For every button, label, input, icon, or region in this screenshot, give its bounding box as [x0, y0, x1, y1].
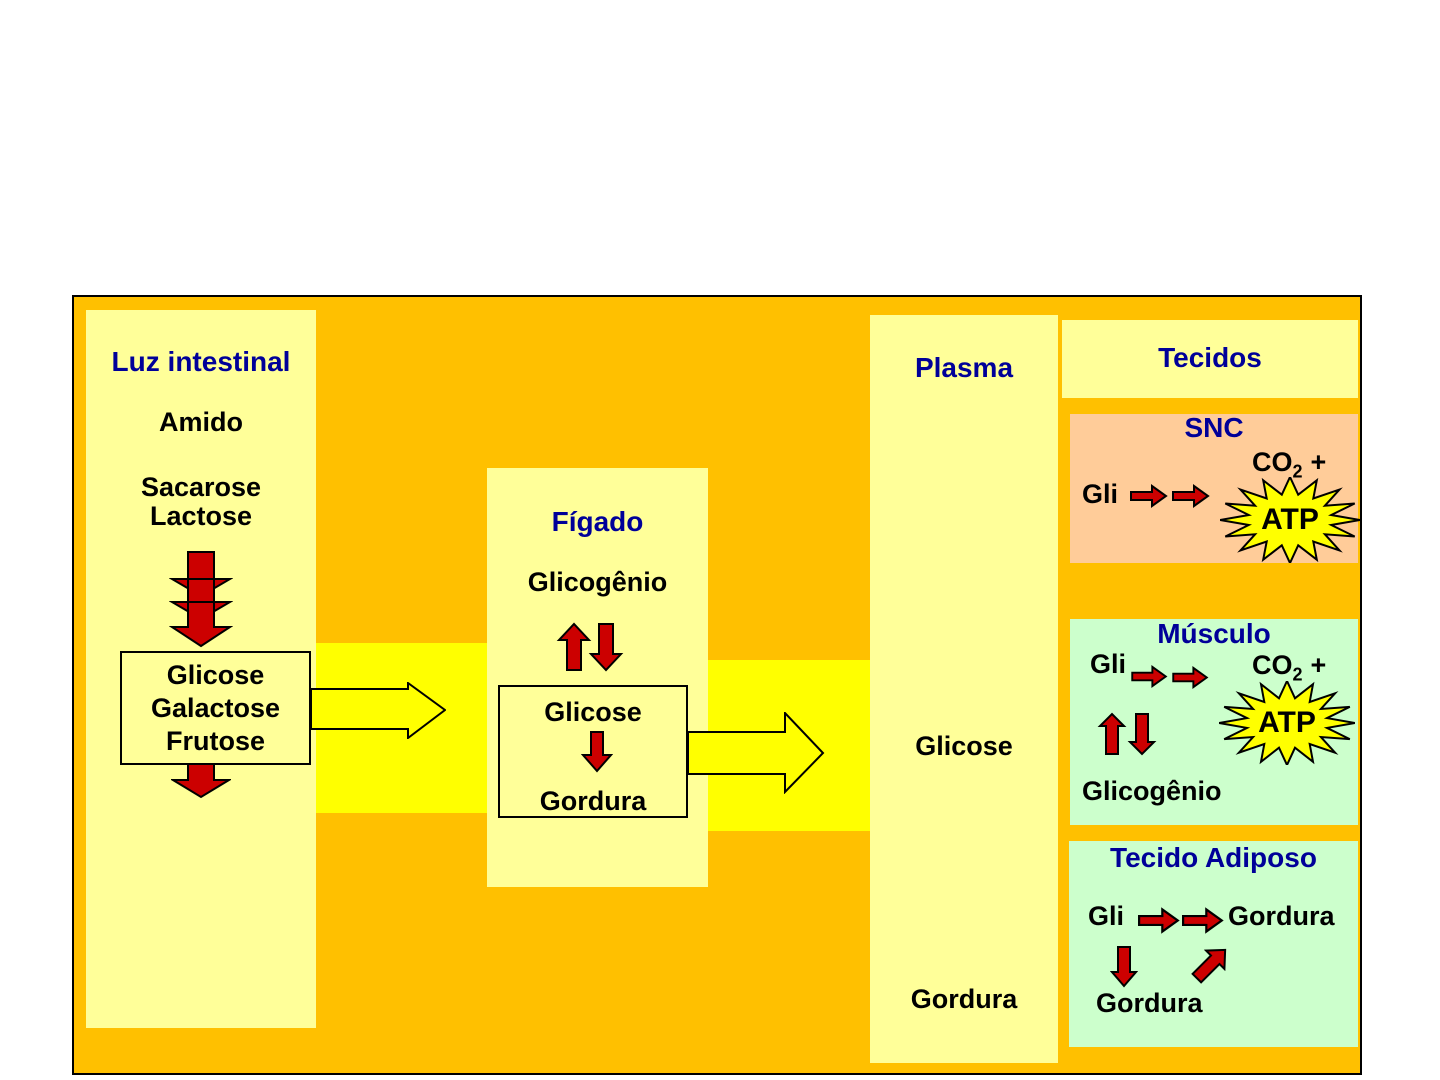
liver-glucose-label: Glicose	[544, 697, 642, 727]
adipose-diagonal-arrow	[1185, 938, 1237, 990]
adipose-down-arrow-icon	[1110, 946, 1138, 988]
panel-plasma	[870, 315, 1058, 1063]
muscle-atp-starburst: ATP	[1218, 678, 1356, 768]
snc-gli-label: Gli	[1082, 479, 1119, 509]
snc-atp-label: ATP	[1261, 503, 1319, 536]
snc-title: SNC	[1184, 412, 1244, 443]
adipose-fat-bottom-label: Gordura	[1096, 988, 1203, 1018]
muscle-gli-label: Gli	[1090, 649, 1127, 679]
muscle-co2-subscript: 2	[1292, 664, 1303, 685]
muscle-right-arrow-icon	[1131, 665, 1168, 688]
snc-co2-text: CO	[1252, 447, 1293, 477]
adipose-right-arrow-icon	[1182, 907, 1224, 934]
intestinal-lumen-title: Luz intestinal	[111, 346, 291, 377]
glucose-to-fat-arrow-icon	[581, 731, 613, 773]
plasma-title: Plasma	[914, 352, 1014, 383]
plasma-fat-label: Gordura	[910, 984, 1018, 1014]
tissues-header	[1062, 320, 1358, 398]
liver-title: Fígado	[551, 506, 644, 537]
lactose-label: Lactose	[149, 501, 253, 531]
muscle-title: Músculo	[1157, 618, 1271, 649]
muscle-glycogen-exchange-arrows-icon	[1097, 712, 1157, 756]
muscle-right-arrow-icon	[1172, 666, 1209, 689]
plasma-glucose-label: Glicose	[915, 731, 1013, 761]
snc-right-arrow-icon	[1130, 484, 1168, 508]
snc-plus-text: +	[1310, 447, 1327, 477]
snc-co2-subscript: 2	[1292, 461, 1303, 482]
adipose-gli-label: Gli	[1088, 901, 1125, 931]
diagonal-up-right-arrow-icon	[1191, 948, 1227, 984]
muscle-plus-text: +	[1310, 650, 1327, 680]
frutose-label: Frutose	[165, 725, 265, 756]
snc-atp-starburst: ATP	[1219, 474, 1361, 566]
liver-fat-label: Gordura	[539, 786, 647, 816]
tissues-title: Tecidos	[1158, 342, 1262, 373]
absorption-down-arrow-icon	[171, 763, 231, 799]
amido-label: Amido	[159, 407, 243, 437]
glycogen-exchange-arrows-icon	[556, 622, 624, 672]
adipose-fat-right-label: Gordura	[1228, 901, 1335, 931]
monosaccharides-box: Glicose Galactose Frutose	[120, 651, 311, 765]
adipose-title: Tecido Adiposo	[1110, 842, 1317, 873]
snc-co2-label: CO2 +	[1252, 447, 1327, 482]
galactose-label: Galactose	[150, 692, 281, 723]
muscle-glycogen-label: Glicogênio	[1082, 776, 1222, 806]
glicose-label: Glicose	[166, 659, 265, 690]
lumen-to-liver-arrow-icon	[310, 682, 446, 739]
snc-right-arrow-icon	[1172, 484, 1210, 508]
muscle-co2-text: CO	[1252, 650, 1293, 680]
adipose-right-arrow-icon	[1138, 907, 1180, 934]
sacarose-label: Sacarose	[140, 472, 262, 502]
digestion-triple-down-arrow-icon	[169, 551, 233, 648]
adipose-box	[1069, 841, 1358, 1047]
muscle-atp-label: ATP	[1258, 706, 1316, 739]
liver-to-plasma-arrow-icon	[687, 712, 825, 794]
muscle-co2-label: CO2 +	[1252, 650, 1327, 685]
liver-glycogen-label: Glicogênio	[527, 567, 668, 597]
